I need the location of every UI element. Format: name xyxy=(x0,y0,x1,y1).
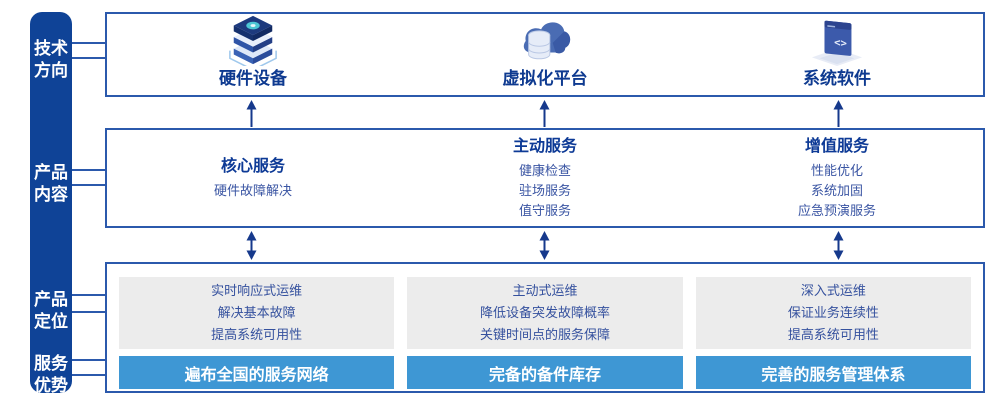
position-line: 实时响应式运维 xyxy=(211,283,303,298)
tech-column-hardware: 硬件设备 xyxy=(107,14,399,95)
arrow-row-up xyxy=(105,100,985,127)
connector-line xyxy=(70,184,106,186)
server-stack-icon xyxy=(224,14,282,66)
service-item: 应急预演服务 xyxy=(797,203,876,218)
strength-bar: 遍布全国的服务网络 xyxy=(119,356,395,389)
product-content-box: 核心服务 硬件故障解决 主动服务 健康检查 驻场服务 值守服务 增值服务 性能优… xyxy=(105,128,985,228)
position-description: 实时响应式运维 解决基本故障 提高系统可用性 xyxy=(119,277,395,349)
service-item: 系统加固 xyxy=(810,183,863,198)
svg-text:<>: <> xyxy=(834,36,847,50)
connector-line xyxy=(70,359,106,361)
connector-line xyxy=(70,57,106,59)
sidebar-label-product-content: 产品内容 xyxy=(34,163,68,204)
sidebar-label-product-position: 产品定位 xyxy=(34,290,68,331)
double-arrow-icon xyxy=(692,231,985,260)
tech-direction-box: 硬件设备 虚拟化平台 xyxy=(105,12,985,97)
service-item: 驻场服务 xyxy=(518,183,571,198)
service-title: 增值服务 xyxy=(804,138,869,155)
tech-label-software: 系统软件 xyxy=(803,69,871,88)
strength-bar: 完备的备件库存 xyxy=(407,356,683,389)
strength-bar: 完善的服务管理体系 xyxy=(695,356,971,389)
position-line: 提高系统可用性 xyxy=(787,327,879,342)
position-card-deep: 深入式运维 保证业务连续性 提高系统可用性 完善的服务管理体系 xyxy=(695,277,971,391)
position-line: 解决基本故障 xyxy=(217,305,296,320)
service-item: 性能优化 xyxy=(810,163,863,178)
service-item: 健康检查 xyxy=(518,163,571,178)
sidebar-label-service-strength: 服务优势 xyxy=(34,354,68,395)
service-item: 值守服务 xyxy=(518,203,571,218)
sidebar-label-tech-direction: 技术方向 xyxy=(34,39,68,80)
up-arrow-icon xyxy=(105,100,398,127)
code-window-icon: <> xyxy=(808,14,866,66)
cloud-database-icon xyxy=(516,14,574,66)
service-column-proactive: 主动服务 健康检查 驻场服务 值守服务 xyxy=(399,130,691,226)
position-card-realtime: 实时响应式运维 解决基本故障 提高系统可用性 遍布全国的服务网络 xyxy=(119,277,395,391)
double-arrow-icon xyxy=(105,231,398,260)
service-title: 主动服务 xyxy=(512,138,577,155)
position-card-proactive: 主动式运维 降低设备突发故障概率 关键时间点的服务保障 完备的备件库存 xyxy=(407,277,683,391)
connector-line xyxy=(70,294,106,296)
position-description: 深入式运维 保证业务连续性 提高系统可用性 xyxy=(695,277,971,349)
position-line: 提高系统可用性 xyxy=(211,327,303,342)
service-item: 硬件故障解决 xyxy=(213,183,292,198)
connector-line xyxy=(70,42,106,44)
position-description: 主动式运维 降低设备突发故障概率 关键时间点的服务保障 xyxy=(407,277,683,349)
position-line: 深入式运维 xyxy=(800,283,866,298)
up-arrow-icon xyxy=(398,100,691,127)
service-title: 核心服务 xyxy=(220,158,285,175)
connector-line xyxy=(70,374,106,376)
tech-column-virtualization: 虚拟化平台 xyxy=(399,14,691,95)
arrow-row-double xyxy=(105,231,985,260)
service-column-core: 核心服务 硬件故障解决 xyxy=(107,130,399,226)
sidebar: 技术方向 产品内容 产品定位 服务优势 xyxy=(30,12,72,395)
position-line: 主动式运维 xyxy=(512,283,578,298)
connector-line xyxy=(70,311,106,313)
tech-column-software: <> 系统软件 xyxy=(691,14,983,95)
position-line: 关键时间点的服务保障 xyxy=(479,327,610,342)
service-column-value-added: 增值服务 性能优化 系统加固 应急预演服务 xyxy=(691,130,983,226)
tech-label-hardware: 硬件设备 xyxy=(219,69,287,88)
tech-label-virtualization: 虚拟化平台 xyxy=(502,69,588,88)
position-line: 保证业务连续性 xyxy=(787,305,879,320)
connector-line xyxy=(70,169,106,171)
double-arrow-icon xyxy=(398,231,691,260)
position-line: 降低设备突发故障概率 xyxy=(479,305,610,320)
up-arrow-icon xyxy=(692,100,985,127)
product-position-box: 实时响应式运维 解决基本故障 提高系统可用性 遍布全国的服务网络 主动式运维 降… xyxy=(105,262,985,393)
